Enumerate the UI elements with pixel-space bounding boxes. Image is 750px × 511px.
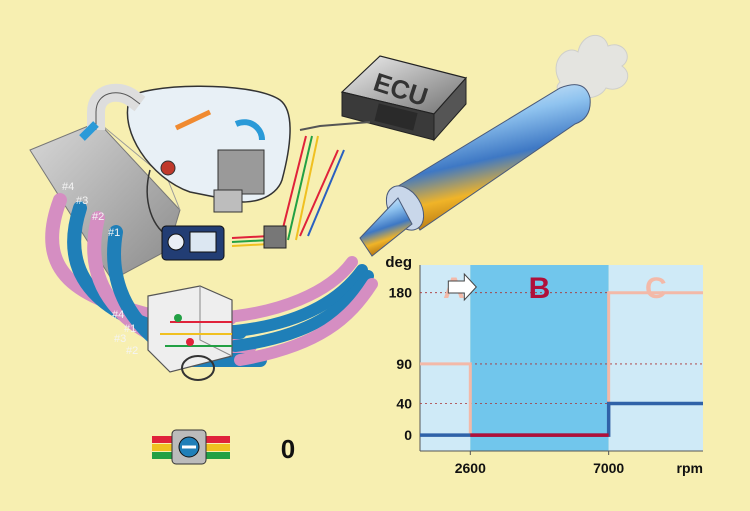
valve-block <box>147 285 233 381</box>
cylinder-label-upper-2: #3 <box>76 195 88 207</box>
deg-rpm-chart: 0409018026007000degrpmABC <box>385 254 703 476</box>
cylinder-label-upper-4: #1 <box>108 227 120 239</box>
x-tick-label-2600: 2600 <box>455 460 486 476</box>
zone-label-c: C <box>645 272 667 305</box>
wire-connector <box>263 225 287 249</box>
cylinder-label-lower-3: #3 <box>114 333 126 345</box>
zone-a <box>420 265 471 451</box>
cylinder-label-upper-1: #4 <box>62 181 74 193</box>
zone-arrow-icon <box>447 272 477 302</box>
x-axis-label: rpm <box>677 460 703 476</box>
legend-value: 0 <box>281 434 295 464</box>
zone-label-b: B <box>529 272 551 305</box>
ecu-box: ECU <box>340 55 468 142</box>
y-tick-label-0: 0 <box>404 427 412 443</box>
cylinder-label-lower-1: #4 <box>112 309 124 321</box>
cylinder-label-upper-3: #2 <box>92 211 104 223</box>
y-tick-label-40: 40 <box>396 396 412 412</box>
zone-b <box>470 265 609 451</box>
cylinder-label-lower-4: #2 <box>126 345 138 357</box>
cylinder-labels-upper: #4 #3 #2 #1 <box>62 181 120 239</box>
intake-elbow <box>79 83 146 141</box>
cylinder-labels-lower: #4 #1 #3 #2 <box>112 309 138 357</box>
x-tick-label-7000: 7000 <box>593 460 624 476</box>
y-tick-label-90: 90 <box>396 356 412 372</box>
y-tick-label-180: 180 <box>389 285 413 301</box>
throttle-sensor <box>161 225 225 261</box>
legend-valve-icon <box>152 429 230 465</box>
exhaust-runners <box>209 256 378 366</box>
exhaust-pipe <box>359 84 591 257</box>
cylinder-label-lower-2: #1 <box>124 323 136 335</box>
zone-c <box>608 265 703 451</box>
y-axis-label: deg <box>385 254 412 271</box>
actuator-housing <box>126 85 291 213</box>
